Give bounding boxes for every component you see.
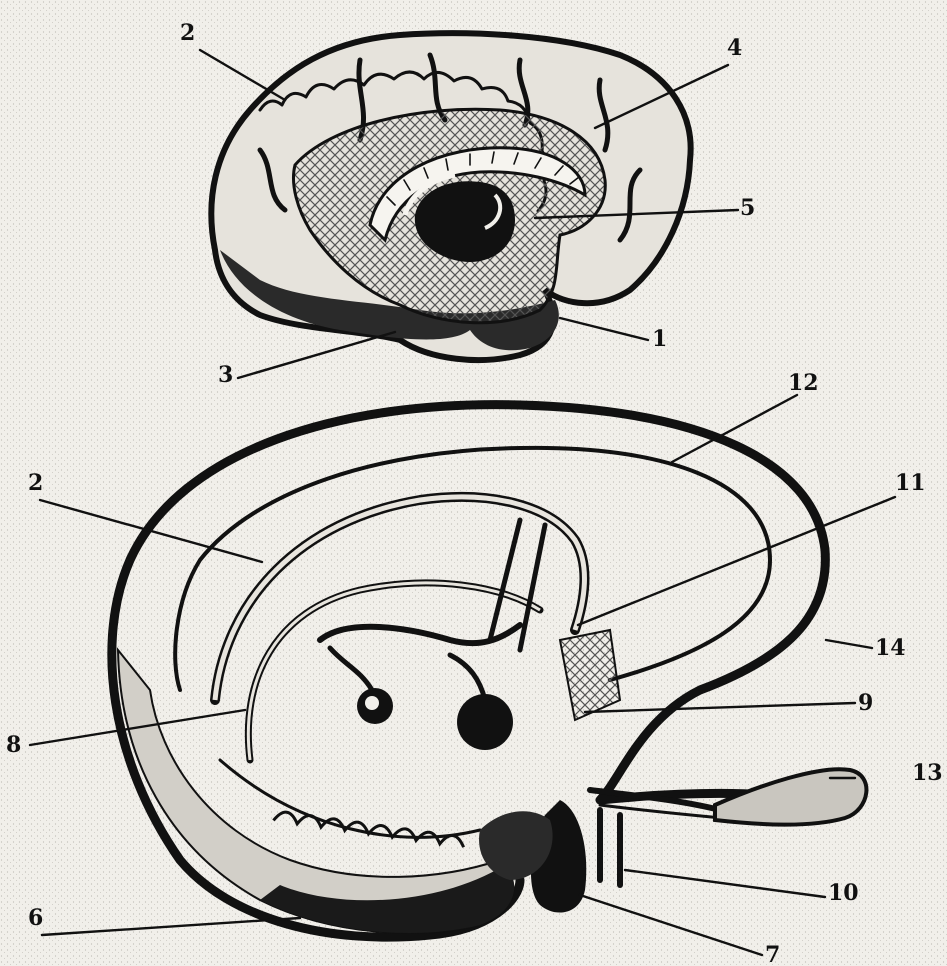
label-1: 1 bbox=[652, 326, 667, 352]
label-6: 6 bbox=[28, 905, 43, 931]
label-3: 3 bbox=[218, 362, 233, 388]
label-4: 4 bbox=[727, 35, 742, 61]
label-14: 14 bbox=[875, 635, 906, 661]
label-12: 12 bbox=[788, 370, 819, 396]
label-7: 7 bbox=[765, 942, 780, 966]
large-bulb bbox=[457, 694, 513, 750]
label-9: 9 bbox=[858, 690, 873, 716]
label-2-bottom: 2 bbox=[28, 470, 43, 496]
label-13: 13 bbox=[912, 760, 943, 786]
label-2-top: 2 bbox=[180, 20, 195, 46]
label-8: 8 bbox=[6, 732, 21, 758]
label-11: 11 bbox=[895, 470, 926, 496]
label-10: 10 bbox=[828, 880, 859, 906]
label-5: 5 bbox=[740, 195, 755, 221]
